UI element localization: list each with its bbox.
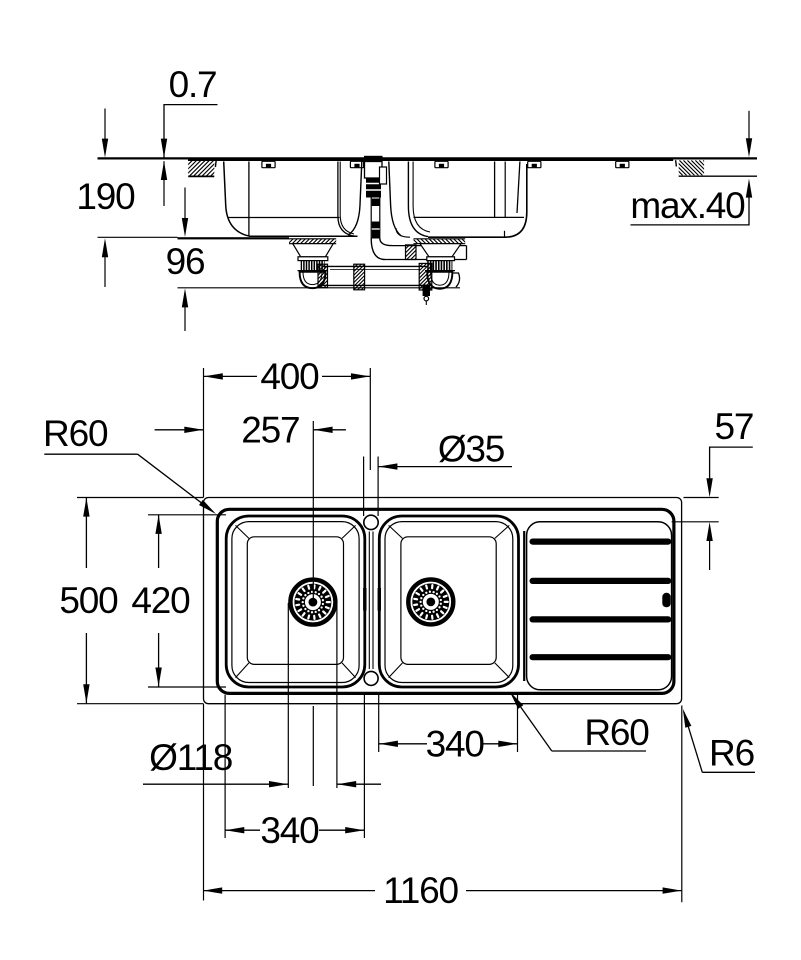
svg-text:R60: R60 [43, 413, 108, 454]
svg-text:Ø35: Ø35 [438, 429, 505, 470]
svg-text:190: 190 [76, 176, 135, 217]
svg-text:1160: 1160 [383, 870, 458, 911]
svg-text:0.7: 0.7 [169, 64, 217, 105]
svg-text:257: 257 [241, 410, 299, 451]
svg-text:Ø118: Ø118 [149, 737, 232, 778]
svg-text:400: 400 [260, 356, 319, 397]
svg-text:340: 340 [260, 810, 319, 851]
svg-text:420: 420 [131, 580, 190, 621]
svg-text:96: 96 [166, 241, 205, 282]
svg-text:R6: R6 [709, 733, 754, 774]
svg-text:max.40: max.40 [630, 185, 745, 226]
svg-text:57: 57 [715, 406, 754, 447]
svg-text:340: 340 [426, 723, 485, 764]
svg-text:R60: R60 [584, 712, 649, 753]
svg-text:500: 500 [59, 580, 118, 621]
